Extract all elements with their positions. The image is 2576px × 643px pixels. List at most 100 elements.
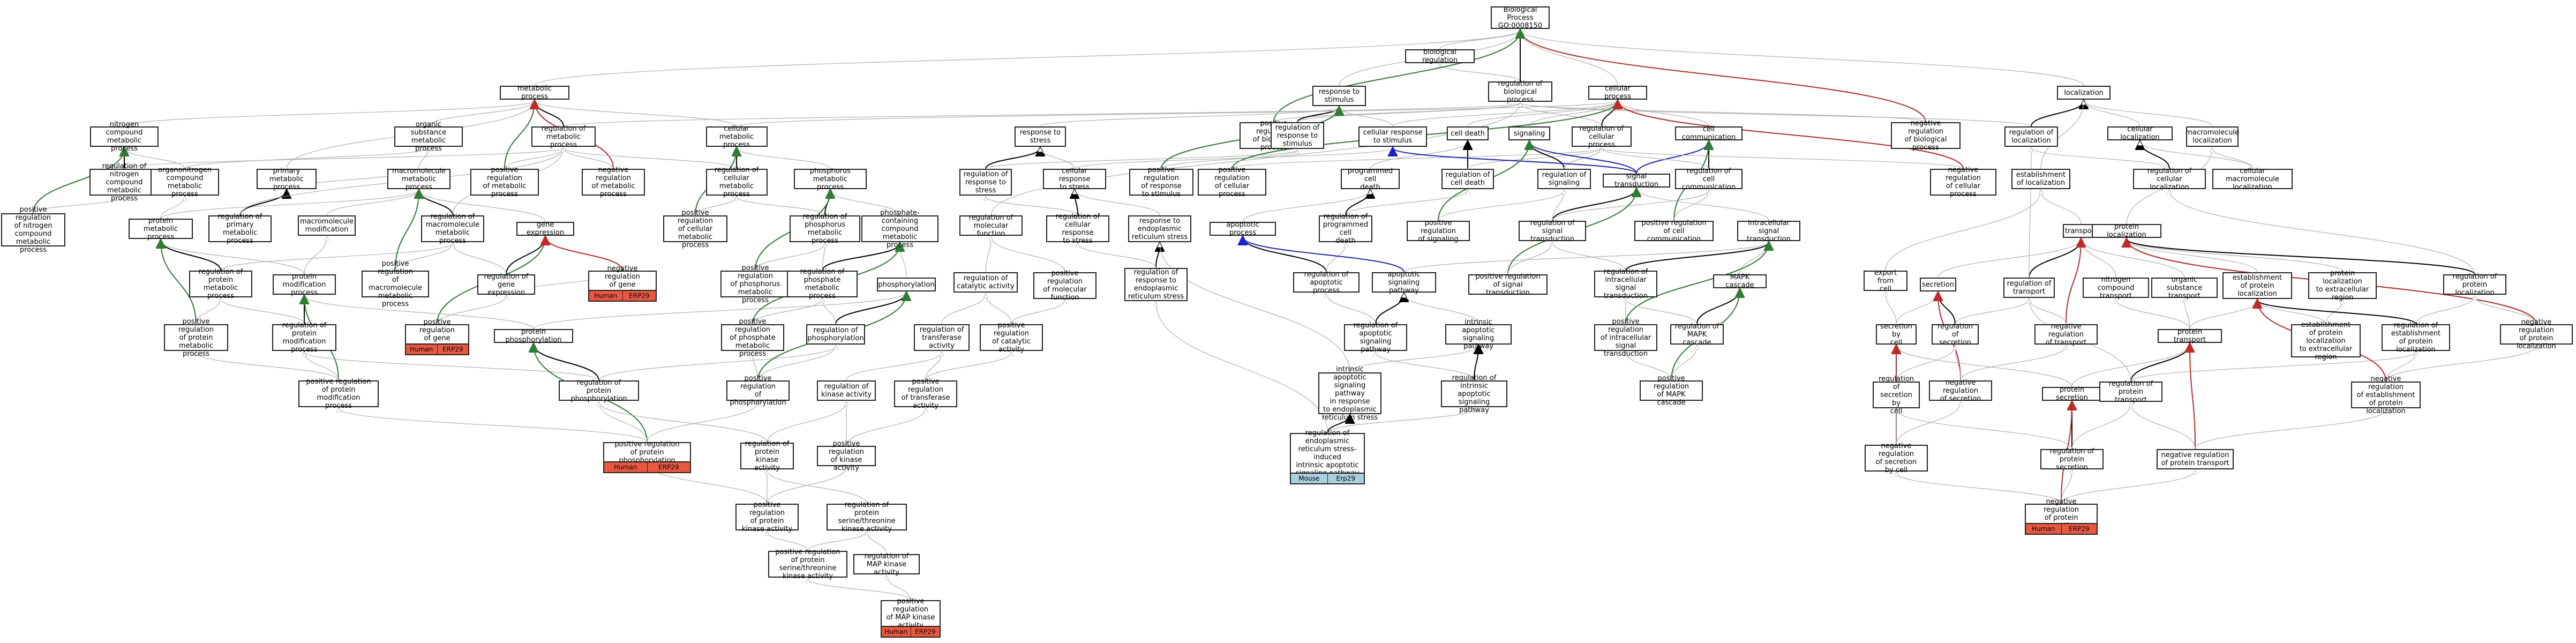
go-term-reg-apoptotic-signaling[interactable]: regulation of apoptotic signaling pathwa…: [1344, 322, 1407, 354]
go-term-pos-reg-macromolecule-mp[interactable]: positive regulation of macromolecule met…: [362, 260, 429, 308]
go-term-primary-metabolic[interactable]: primary metabolic process: [257, 167, 317, 191]
go-term-neg-reg-metabolic[interactable]: negative regulation of metabolic process: [582, 166, 645, 198]
go-term-cell-death[interactable]: cell death: [1447, 126, 1489, 140]
go-term-reg-protein-kinase-activity[interactable]: regulation of protein kinase activity: [740, 440, 794, 472]
go-term-reg-programmed-cell-death[interactable]: regulation of programmed cell death: [1319, 213, 1372, 245]
go-term-pos-reg-cell-communication[interactable]: positive regulation of cell communicatio…: [1634, 219, 1714, 243]
go-term-reg-protein-phosphorylation[interactable]: regulation of protein phosphorylation: [559, 379, 639, 403]
go-term-reg-response-stress[interactable]: regulation of response to stress: [959, 169, 1012, 196]
go-term-pos-reg-gene-expression[interactable]: positive regulation of gene expression: [405, 318, 469, 350]
go-term-reg-catalytic-activity[interactable]: regulation of catalytic activity: [953, 272, 1018, 293]
go-term-export-from-cell[interactable]: export from cell: [1864, 269, 1907, 293]
go-term-neg-reg-secretion-by-cell[interactable]: negative regulation of secretion by cell: [1865, 442, 1928, 474]
go-term-cellular-response-stress[interactable]: cellular response to stress: [1043, 167, 1106, 191]
go-term-reg-primary-mp[interactable]: regulation of primary metabolic process: [208, 213, 272, 245]
go-term-pos-reg-protein-kinase-activity[interactable]: positive regulation of protein kinase ac…: [735, 501, 799, 533]
go-term-neg-reg-establishment-protein-localization[interactable]: negative regulation of establishment of …: [2351, 375, 2421, 415]
go-term-response-to-stimulus[interactable]: response to stimulus: [1312, 86, 1366, 106]
go-term-programmed-cell-death[interactable]: programmed cell death: [1341, 167, 1400, 191]
go-term-reg-response-er-stress[interactable]: regulation of response to endoplasmic re…: [1124, 268, 1188, 301]
go-term-neg-reg-cellular-process[interactable]: negative regulation of cellular process: [1930, 166, 1996, 198]
go-term-pos-reg-establishment-protein-localization[interactable]: regulation of establishment of protein l…: [2382, 322, 2450, 354]
go-term-neg-reg-protein-transport[interactable]: negative regulation of protein transport: [2157, 449, 2234, 469]
go-term-intracellular-signal-transduction[interactable]: intracellular signal transduction: [1737, 219, 1800, 243]
go-term-pos-reg-mapk-cascade[interactable]: positive regulation of MAPK cascade: [1640, 375, 1703, 407]
go-term-pos-reg-response-stimulus[interactable]: positive regulation of response to stimu…: [1129, 166, 1193, 198]
go-term-cellular-process[interactable]: cellular process: [1588, 85, 1647, 101]
go-term-pos-reg-protein-modification[interactable]: positive regulation of protein modificat…: [298, 378, 379, 410]
go-term-reg-kinase-activity[interactable]: regulation of kinase activity: [817, 380, 876, 401]
go-term-reg-phosphate-mp[interactable]: regulation of phosphate metabolic proces…: [787, 268, 858, 300]
go-term-pos-reg-molecular-function[interactable]: positive regulation of molecular functio…: [1033, 270, 1097, 302]
go-term-protein-localization[interactable]: protein localization: [2092, 223, 2161, 239]
go-term-pos-reg-transferase-activity[interactable]: positive regulation of transferase activ…: [894, 378, 957, 410]
go-term-reg-protein-secretion[interactable]: regulation of protein secretion: [2040, 447, 2104, 472]
go-term-pos-reg-protein-ser-thr-kinase[interactable]: positive regulation of protein serine/th…: [768, 548, 847, 580]
go-term-pos-reg-phosphorylation[interactable]: positive regulation of phosphorylation: [726, 375, 790, 407]
go-term-reg-signal-transduction[interactable]: regulation of signal transduction: [1519, 219, 1586, 243]
go-term-reg-mapk-cascade[interactable]: regulation of MAPK cascade: [1670, 323, 1724, 347]
go-term-protein-mp[interactable]: protein metabolic process: [129, 217, 193, 241]
go-term-cell-communication[interactable]: cell communication: [1675, 125, 1743, 141]
go-term-establishment-localization[interactable]: establishment of localization: [2011, 169, 2070, 189]
go-term-reg-metabolic[interactable]: regulation of metabolic process: [531, 125, 596, 149]
go-term-reg-cell-death[interactable]: regulation of cell death: [1441, 169, 1494, 189]
go-term-protein-localization-extracellular[interactable]: protein localization to extracellular re…: [2308, 270, 2377, 302]
go-term-secretion[interactable]: secretion: [1920, 278, 1956, 291]
go-term-reg-molecular-function[interactable]: regulation of molecular function: [959, 214, 1023, 238]
go-term-pos-reg-signal-transduction[interactable]: positive regulation of signal transducti…: [1468, 273, 1548, 297]
go-term-pos-reg-protein-phosphorylation[interactable]: positive regulation of protein phosphory…: [603, 440, 691, 465]
go-term-reg-protein-mp[interactable]: regulation of protein metabolic process: [189, 268, 252, 300]
go-term-reg-cell-communication[interactable]: regulation of cell communication: [1675, 167, 1743, 191]
go-term-neg-reg-gene-expression[interactable]: negative regulation of gene expression: [588, 265, 657, 297]
go-term-reg-cellular-metabolic[interactable]: regulation of cellular metabolic process: [705, 166, 768, 198]
go-term-reg-apoptotic-process[interactable]: regulation of apoptotic process: [1293, 271, 1360, 295]
go-term-reg-intracellular-st[interactable]: regulation of intracellular signal trans…: [1594, 268, 1657, 300]
go-term-cellular-response-stimulus[interactable]: cellular response to stimulus: [1358, 126, 1427, 147]
go-term-protein-secretion[interactable]: protein secretion: [2042, 386, 2102, 402]
go-term-apoptotic-signaling-pathway[interactable]: apoptotic signaling pathway: [1372, 271, 1436, 295]
go-term-localization[interactable]: localization: [2057, 86, 2111, 100]
go-term-macromolecule-localization[interactable]: macromolecule localization: [2186, 126, 2239, 147]
go-term-gene-expression[interactable]: gene expression: [516, 221, 574, 237]
go-term-pos-reg-cellular-metabolic[interactable]: positive regulation of cellular metaboli…: [663, 209, 727, 249]
go-term-reg-gene-expression[interactable]: regulation of gene expression: [477, 273, 535, 297]
go-term-reg-map-kinase-activity[interactable]: regulation of MAP kinase activity: [853, 552, 920, 577]
go-term-protein-transport[interactable]: protein transport: [2158, 328, 2222, 344]
go-term-pos-reg-catalytic-activity[interactable]: positive regulation of catalytic activit…: [980, 322, 1043, 354]
go-term-pos-reg-phosphate-mp[interactable]: positive regulation of phosphate metabol…: [721, 318, 784, 358]
go-term-organic-substance-mp[interactable]: organic substance metabolic process: [394, 121, 463, 153]
go-term-reg-phosphorylation[interactable]: regulation of phosphorylation: [806, 324, 865, 345]
go-term-reg-protein-localization[interactable]: regulation of protein localization: [2443, 273, 2506, 297]
go-term-cellular-metabolic[interactable]: cellular metabolic process: [705, 125, 768, 149]
go-term-reg-transport[interactable]: regulation of transport: [2003, 278, 2055, 298]
go-term-response-to-stress[interactable]: response to stress: [1015, 126, 1066, 147]
go-term-pos-reg-nitrogen-mp[interactable]: positive regulation of nitrogen compound…: [1, 206, 65, 254]
go-term-reg-transferase-activity[interactable]: regulation of transferase activity: [914, 324, 970, 351]
go-term-secretion-by-cell[interactable]: secretion by cell: [1876, 323, 1917, 347]
go-term-pos-reg-metabolic[interactable]: positive regulation of metabolic process: [470, 166, 539, 198]
go-term-reg-intrinsic-apoptotic[interactable]: regulation of intrinsic apoptotic signal…: [1441, 374, 1507, 414]
go-term-signaling[interactable]: signaling: [1508, 126, 1550, 140]
go-term-reg-protein-modification[interactable]: regulation of protein modification proce…: [272, 322, 336, 354]
go-term-neg-reg-protein-secretion[interactable]: negative regulation of protein secretion: [2025, 498, 2098, 530]
go-term-pos-reg-cellular-process[interactable]: positive regulation of cellular process: [1198, 166, 1266, 198]
go-term-nitrogen-compound-transport[interactable]: nitrogen compound transport: [2083, 276, 2149, 300]
go-term-reg-phosphorus-mp[interactable]: regulation of phosphorus metabolic proce…: [790, 213, 860, 245]
go-term-nitrogen-compound-mp[interactable]: nitrogen compound metabolic process: [90, 121, 159, 153]
go-term-mapk-cascade[interactable]: MAPK cascade: [1713, 273, 1767, 289]
go-term-intrinsic-apoptotic-er-stress[interactable]: intrinsic apoptotic signaling pathway in…: [1318, 365, 1381, 422]
go-term-intrinsic-apoptotic-signaling[interactable]: intrinsic apoptotic signaling pathway: [1445, 318, 1512, 350]
go-term-neg-reg-transport[interactable]: negative regulation of transport: [2034, 323, 2098, 347]
go-term-signal-transduction[interactable]: signal transduction: [1603, 173, 1670, 189]
go-term-cellular-localization[interactable]: cellular localization: [2107, 125, 2173, 141]
go-term-pos-reg-map-kinase-activity[interactable]: positive regulation of MAP kinase activi…: [881, 597, 941, 630]
go-term-neg-reg-protein-localization[interactable]: negative regulation of protein localizat…: [2500, 318, 2573, 350]
go-term-organonitrogen-mp[interactable]: organonitrogen compound metabolic proces…: [151, 166, 219, 198]
go-term-pos-reg-intracellular-st[interactable]: positive regulation of intracellular sig…: [1594, 318, 1657, 358]
go-term-apoptotic-process[interactable]: apoptotic process: [1210, 221, 1276, 237]
go-term-organic-substance-transport[interactable]: organic substance transport: [2151, 276, 2218, 300]
go-term-macromolecule-modification[interactable]: macromolecule modification: [298, 215, 356, 236]
go-term-reg-bp[interactable]: regulation of biological process: [1488, 80, 1552, 104]
go-term-reg-macromolecule-mp[interactable]: regulation of macromolecule metabolic pr…: [421, 213, 484, 245]
